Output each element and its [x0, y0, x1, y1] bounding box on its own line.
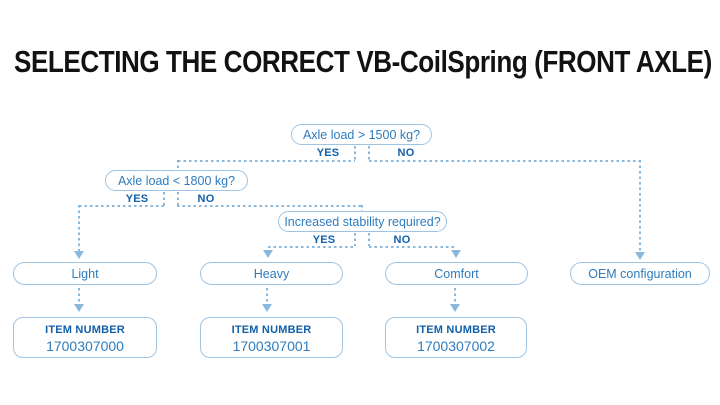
flow-line-q2-yes-horizontal: [79, 205, 164, 207]
flow-line-q1-yes-stub: [354, 146, 356, 161]
flow-line-q2-yes-drop-to-light: [78, 205, 80, 251]
flow-line-comfort-to-item: [454, 288, 456, 304]
page-title: SELECTING THE CORRECT VB-CoilSpring (FRO…: [14, 44, 712, 79]
item-number-value: 1700307002: [417, 338, 495, 354]
result-box-oem-configuration: OEM configuration: [570, 262, 710, 285]
flow-line-q3-yes-horizontal: [268, 246, 355, 248]
result-box-heavy: Heavy: [200, 262, 343, 285]
flow-line-q1-yes-horizontal: [178, 160, 355, 162]
flow-line-q3-no-stub: [368, 233, 370, 246]
flow-line-q1-no-horizontal: [369, 160, 640, 162]
flow-line-q3-yes-stub: [354, 233, 356, 246]
flow-line-q3-no-horizontal: [369, 246, 457, 248]
result-label: Light: [71, 266, 99, 281]
result-label: Comfort: [434, 266, 479, 281]
flow-line-heavy-to-item: [266, 288, 268, 304]
flow-line-q2-no-stub: [177, 192, 179, 206]
flow-line-q2-no-drop-to-q3: [361, 205, 363, 212]
result-box-light: Light: [13, 262, 157, 285]
yes-label-q1: YES: [316, 147, 340, 159]
flow-line-q1-no-drop-to-oem: [639, 160, 641, 252]
item-number-value: 1700307000: [46, 338, 124, 354]
arrow-down-icon-comfort: [451, 250, 461, 258]
arrow-down-icon-item-comfort: [450, 304, 460, 312]
arrow-down-icon-oem: [635, 252, 645, 260]
flow-line-q2-no-horizontal: [177, 205, 362, 207]
item-number-box-heavy: ITEM NUMBER 1700307001: [200, 317, 343, 358]
arrow-down-icon-light: [74, 251, 84, 259]
yes-label-q2: YES: [125, 193, 149, 205]
flow-line-q1-no-stub: [368, 146, 370, 161]
question-box-axle-load-1800: Axle load < 1800 kg?: [105, 170, 248, 191]
no-label-q3: NO: [393, 234, 411, 246]
yes-label-q3: YES: [312, 234, 336, 246]
question-label: Axle load < 1800 kg?: [117, 173, 236, 188]
item-number-heading: ITEM NUMBER: [231, 324, 312, 336]
flow-line-q1-yes-drop-to-q2: [177, 160, 179, 171]
no-label-q1: NO: [397, 147, 415, 159]
question-box-axle-load-1500: Axle load > 1500 kg?: [291, 124, 432, 145]
result-label: OEM configuration: [588, 266, 692, 281]
item-number-heading: ITEM NUMBER: [45, 324, 125, 336]
question-box-increased-stability: Increased stability required?: [278, 211, 447, 232]
no-label-q2: NO: [197, 193, 215, 205]
item-number-value: 1700307001: [232, 338, 311, 354]
item-number-box-comfort: ITEM NUMBER 1700307002: [385, 317, 527, 358]
flow-line-light-to-item: [78, 288, 80, 304]
item-number-box-light: ITEM NUMBER 1700307000: [13, 317, 157, 358]
result-box-comfort: Comfort: [385, 262, 528, 285]
arrow-down-icon-heavy: [263, 250, 273, 258]
item-number-heading: ITEM NUMBER: [416, 324, 496, 336]
question-label: Increased stability required?: [284, 214, 441, 229]
arrow-down-icon-item-light: [74, 304, 84, 312]
arrow-down-icon-item-heavy: [262, 304, 272, 312]
question-label: Axle load > 1500 kg?: [302, 127, 421, 142]
result-label: Heavy: [253, 266, 290, 281]
flow-line-q2-yes-stub: [163, 192, 165, 206]
